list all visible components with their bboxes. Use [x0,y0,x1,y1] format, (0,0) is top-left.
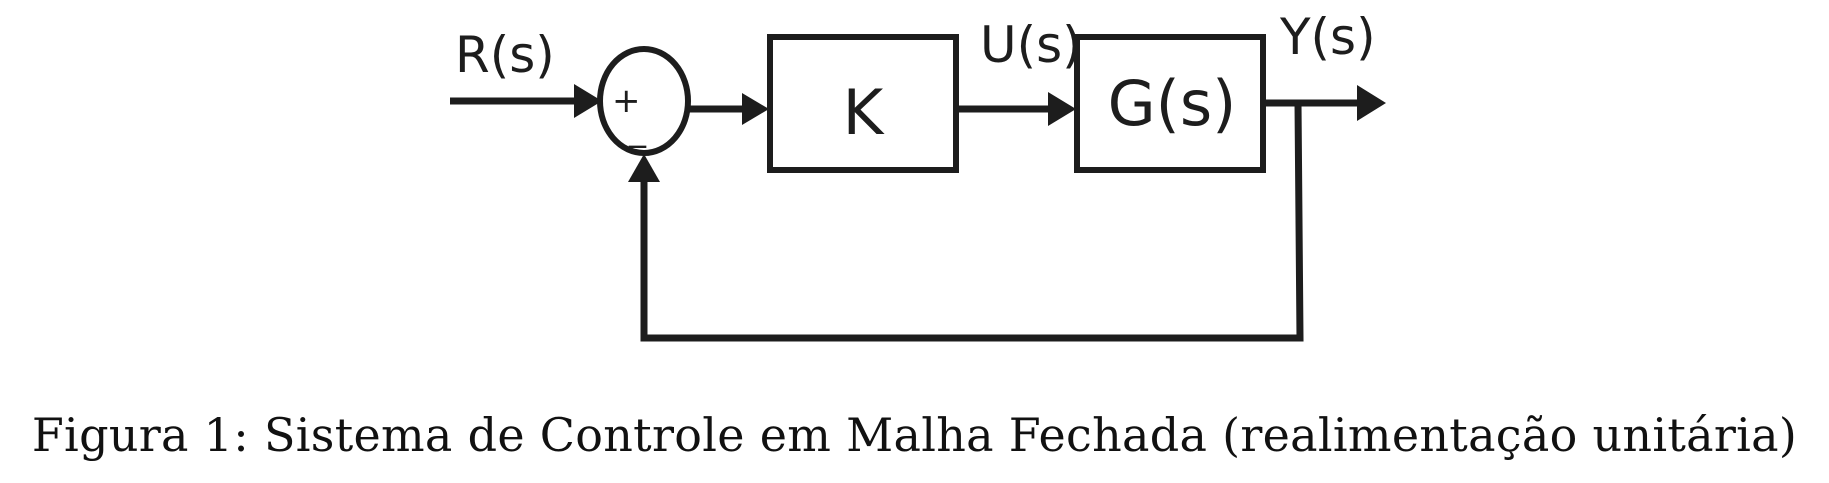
control-signal-label: U(s) [980,16,1082,74]
controller-label: K [843,76,885,149]
minus-sign: _ [628,109,647,149]
feedback-arrowhead [628,154,660,182]
figure-caption: Figura 1: Sistema de Controle em Malha F… [31,408,1798,462]
control-arrowhead [1048,92,1076,126]
summing-junction [597,46,691,156]
feedback-path [640,102,1304,342]
input-label: R(s) [455,26,555,84]
plant-label: G(s) [1108,67,1237,140]
output-label: Y(s) [1279,8,1376,66]
input-arrowhead [574,84,602,118]
plus-sign: + [612,81,641,121]
output-arrowhead [1357,85,1386,121]
error-arrowhead [742,93,769,125]
controller-block [767,34,959,173]
